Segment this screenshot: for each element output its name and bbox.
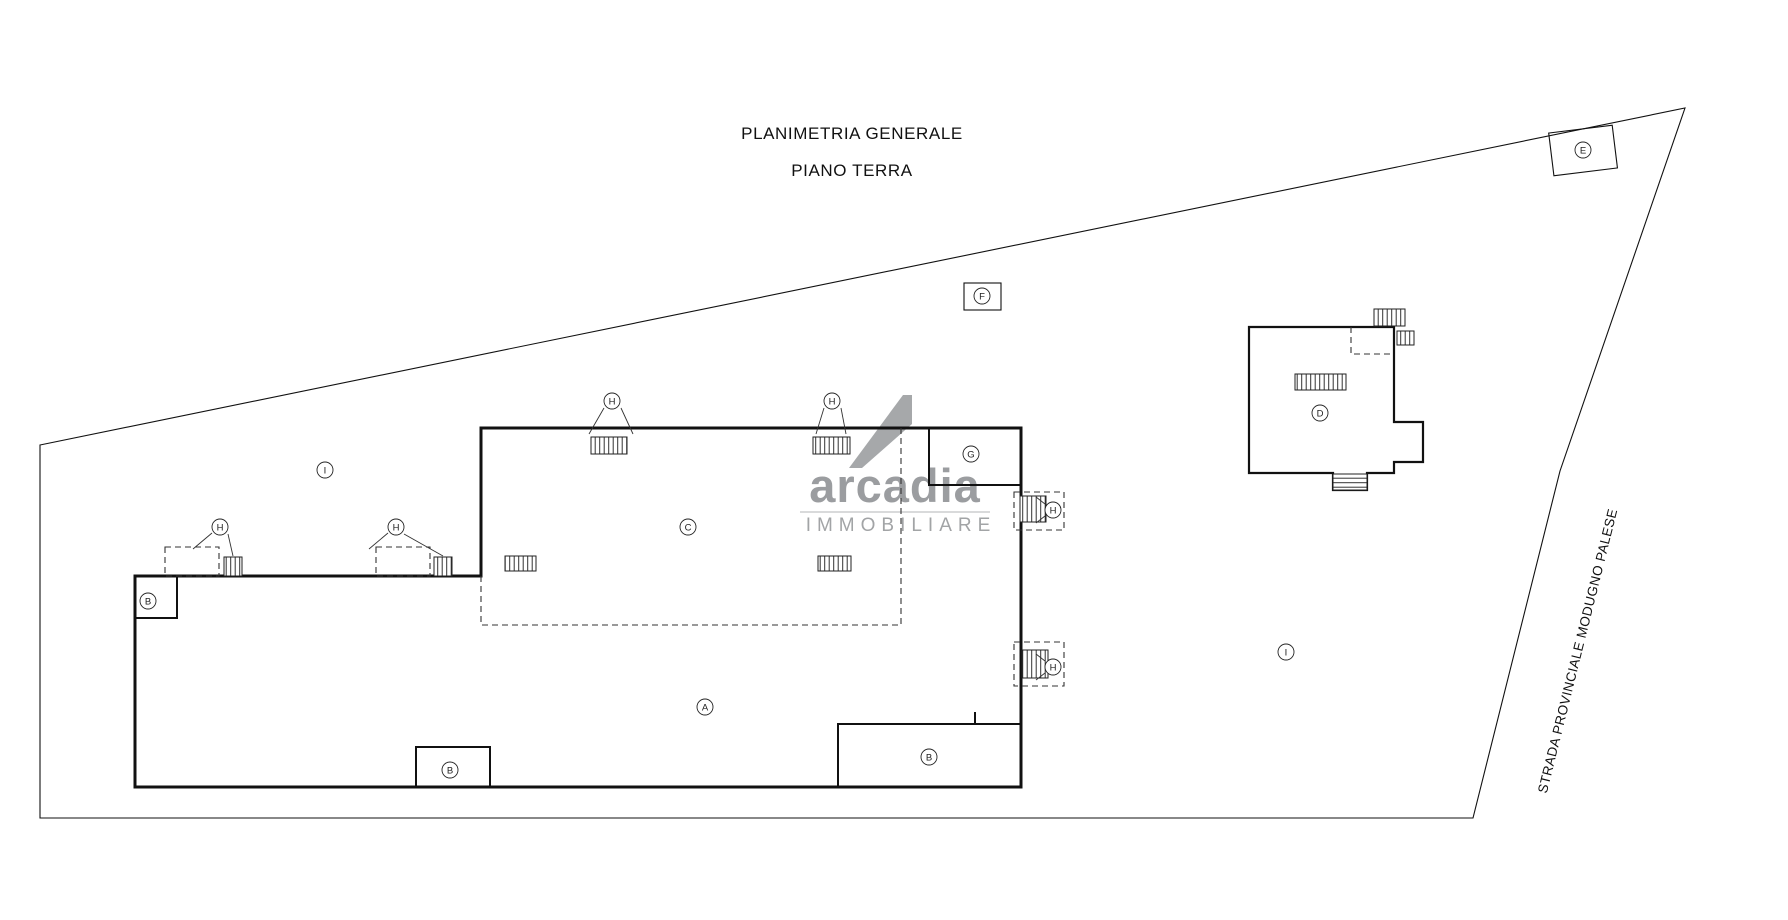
watermark: arcadia IMMOBILIARE: [800, 395, 997, 536]
unit-label-e: E: [1574, 141, 1592, 159]
area-label-i-1: I: [316, 461, 334, 479]
svg-text:A: A: [702, 702, 709, 713]
dashed-annex-left-1: [164, 546, 220, 577]
stairs: [223, 436, 1049, 679]
svg-text:C: C: [685, 522, 692, 533]
svg-text:B: B: [447, 765, 453, 776]
building-d-dashed-recess: [1350, 327, 1394, 355]
svg-text:G: G: [967, 449, 974, 460]
property-boundary: [39, 107, 1686, 819]
structure-f-outline: [963, 282, 1002, 311]
svg-text:H: H: [217, 522, 224, 533]
stair-label-h-5: H: [1044, 501, 1062, 519]
building-main-interior-walls: [135, 428, 1021, 787]
svg-text:I: I: [324, 465, 327, 476]
watermark-logo: [849, 395, 912, 468]
unit-label-d: D: [1311, 404, 1329, 422]
room-b3-walls: [837, 723, 1021, 787]
building-d-right-hatch: [1396, 330, 1415, 346]
area-label-i-2: I: [1277, 643, 1295, 661]
stair-label-h-2: H: [823, 392, 841, 410]
room-b1-walls: [135, 576, 178, 619]
plan-subtitle: PIANO TERRA: [791, 161, 913, 180]
stairs-hatch-annex-left-2: [433, 556, 453, 577]
unit-label-b-2: B: [441, 761, 459, 779]
dashed-annex-right-1: [1013, 491, 1065, 531]
stairs-hatch-right-1: [1019, 495, 1047, 523]
dashed-annex-left-2: [375, 546, 431, 577]
stair-label-h-1: H: [603, 392, 621, 410]
building-d-outline: [1247, 325, 1425, 492]
stair-label-h-3: H: [211, 518, 229, 536]
unit-label-b-3: B: [920, 748, 938, 766]
unit-label-c: C: [679, 518, 697, 536]
stairs-hatch-annex-left-1: [223, 556, 243, 577]
building-d-stairs: [1294, 373, 1347, 391]
leader-lines: [192, 407, 1046, 681]
svg-text:E: E: [1580, 145, 1586, 156]
svg-text:B: B: [145, 596, 151, 607]
svg-text:H: H: [393, 522, 400, 533]
stairs-hatch-inner-2: [817, 555, 852, 572]
room-g-walls: [928, 428, 1021, 486]
dashed-annex-boxes: [164, 491, 1065, 687]
svg-text:B: B: [926, 752, 932, 763]
svg-text:H: H: [1050, 662, 1057, 673]
stairs-hatch-top-2: [812, 436, 851, 455]
plan-title: PLANIMETRIA GENERALE: [741, 124, 963, 143]
svg-text:H: H: [1050, 505, 1057, 516]
dashed-annex-right-2: [1013, 641, 1065, 687]
stairs-hatch-top-1: [590, 436, 628, 455]
svg-text:H: H: [609, 396, 616, 407]
svg-text:I: I: [1285, 647, 1288, 658]
svg-text:F: F: [979, 291, 985, 302]
stair-label-h-4: H: [387, 518, 405, 536]
unit-label-f: F: [973, 287, 991, 305]
watermark-tagline: IMMOBILIARE: [806, 515, 997, 536]
unit-label-g: G: [962, 445, 980, 463]
svg-text:D: D: [1317, 408, 1324, 419]
unit-label-a: A: [696, 698, 714, 716]
building-d-entry-steps: [1332, 473, 1368, 491]
unit-label-b-1: B: [139, 592, 157, 610]
room-b2-walls: [415, 746, 491, 787]
building-d-top-hatch: [1373, 308, 1406, 327]
stairs-hatch-right-2: [1021, 649, 1049, 679]
stair-label-h-6: H: [1044, 658, 1062, 676]
street-label: STRADA PROVINCIALE MODUGNO PALESE: [1535, 507, 1620, 795]
building-d: [1247, 308, 1425, 492]
canopy-dashed-outline: [480, 428, 902, 626]
stairs-hatch-inner-1: [504, 555, 537, 572]
structure-e-outline: [1548, 124, 1619, 177]
svg-text:H: H: [829, 396, 836, 407]
